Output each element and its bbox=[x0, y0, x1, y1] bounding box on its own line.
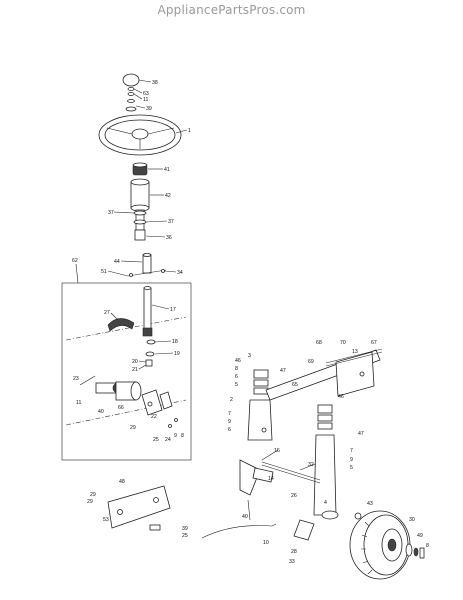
link-rod-part bbox=[247, 499, 251, 521]
callout-2: 2 bbox=[230, 397, 233, 403]
callout-11: 11 bbox=[143, 97, 148, 103]
callout-47: 47 bbox=[280, 368, 286, 374]
callout-18: 18 bbox=[172, 339, 178, 345]
callout-32: 32 bbox=[308, 462, 314, 468]
callout-67: 67 bbox=[371, 340, 377, 346]
callout-23: 23 bbox=[73, 376, 79, 382]
steering-arm-part bbox=[325, 348, 383, 367]
callout-8: 8 bbox=[235, 366, 238, 372]
callout-65: 65 bbox=[292, 382, 298, 388]
callout-49: 49 bbox=[417, 533, 423, 539]
callout-25: 25 bbox=[153, 437, 159, 443]
callout-27: 27 bbox=[104, 310, 110, 316]
callout-1: 1 bbox=[188, 128, 191, 134]
front-wheel-part bbox=[349, 510, 411, 580]
callout-9: 9 bbox=[350, 457, 353, 463]
right-spindle-part bbox=[313, 404, 339, 520]
callout-33: 33 bbox=[289, 559, 295, 565]
callout-29: 29 bbox=[130, 425, 136, 431]
callout-38: 38 bbox=[152, 80, 158, 86]
callout-19: 19 bbox=[174, 351, 180, 357]
callout-21: 21 bbox=[132, 367, 138, 373]
callout-36: 36 bbox=[166, 235, 172, 241]
drag-link-part bbox=[201, 523, 277, 539]
callout-5: 5 bbox=[350, 465, 353, 471]
callout-41: 41 bbox=[164, 167, 170, 173]
callout-7: 7 bbox=[228, 411, 231, 417]
callout-leaders bbox=[75, 79, 316, 471]
wheel-hardware-part bbox=[354, 512, 425, 559]
tie-rod-end-part bbox=[252, 467, 274, 483]
kit-dash-1 bbox=[65, 316, 187, 341]
callout-5: 5 bbox=[235, 382, 238, 388]
callout-30: 30 bbox=[409, 517, 415, 523]
callout-4: 4 bbox=[324, 500, 327, 506]
spindle-arm-part bbox=[293, 519, 315, 541]
callout-9: 9 bbox=[174, 433, 177, 439]
callout-25: 25 bbox=[182, 533, 188, 539]
steering-shaft-part bbox=[127, 253, 167, 277]
callout-6: 6 bbox=[228, 427, 231, 433]
callout-69: 69 bbox=[308, 359, 314, 365]
callout-3: 3 bbox=[248, 353, 251, 359]
center-support-part bbox=[239, 369, 273, 496]
callout-40: 40 bbox=[98, 409, 104, 415]
callout-44: 44 bbox=[114, 259, 120, 265]
callout-37: 37 bbox=[168, 219, 174, 225]
callout-14: 14 bbox=[268, 476, 274, 482]
callout-29: 29 bbox=[90, 492, 96, 498]
callout-9: 9 bbox=[228, 419, 231, 425]
callout-70: 70 bbox=[340, 340, 346, 346]
callout-10: 10 bbox=[263, 540, 269, 546]
callout-66: 66 bbox=[118, 405, 124, 411]
callout-7: 7 bbox=[350, 448, 353, 454]
callout-43: 43 bbox=[367, 501, 373, 507]
callout-39: 39 bbox=[146, 106, 152, 112]
callout-29: 29 bbox=[87, 499, 93, 505]
front-axle-part bbox=[265, 349, 381, 401]
bushing-part bbox=[107, 318, 135, 332]
callout-51: 51 bbox=[101, 269, 107, 275]
callout-26: 26 bbox=[291, 493, 297, 499]
pin-part bbox=[79, 375, 96, 386]
callout-62: 62 bbox=[72, 258, 78, 264]
callout-28: 28 bbox=[291, 549, 297, 555]
callout-40: 40 bbox=[242, 514, 248, 520]
callout-labels: 38 63 11 39 1 41 42 37 37 36 62 44 51 34… bbox=[72, 80, 429, 565]
gear-housing-part bbox=[95, 381, 178, 428]
callout-8: 8 bbox=[426, 543, 429, 549]
callout-53: 53 bbox=[103, 517, 109, 523]
steering-wheel-part bbox=[98, 114, 182, 156]
wheel-adapter-part bbox=[132, 162, 148, 176]
callout-48: 48 bbox=[119, 479, 125, 485]
sleeve-part bbox=[130, 178, 150, 212]
callout-13: 13 bbox=[352, 349, 358, 355]
callout-22: 22 bbox=[151, 414, 157, 420]
callout-37: 37 bbox=[108, 210, 114, 216]
site-watermark: AppliancePartsPros.com bbox=[157, 3, 306, 17]
kit-box-outline bbox=[61, 282, 192, 461]
callout-46: 46 bbox=[338, 394, 344, 400]
upper-shaft-part bbox=[133, 209, 147, 241]
lower-shaft-part bbox=[142, 286, 156, 367]
callout-39: 39 bbox=[182, 526, 188, 532]
callout-47: 47 bbox=[358, 431, 364, 437]
callout-34: 34 bbox=[177, 270, 183, 276]
callout-11: 11 bbox=[76, 400, 81, 406]
callout-17: 17 bbox=[170, 307, 176, 313]
callout-68: 68 bbox=[316, 340, 322, 346]
tie-rod-part bbox=[261, 461, 321, 484]
callout-63: 63 bbox=[143, 91, 149, 97]
callout-6: 6 bbox=[235, 374, 238, 380]
callout-46: 46 bbox=[235, 358, 241, 364]
axle-bracket-part bbox=[107, 485, 171, 531]
callout-42: 42 bbox=[165, 193, 171, 199]
callout-20: 20 bbox=[132, 359, 138, 365]
callout-24: 24 bbox=[165, 437, 171, 443]
callout-8: 8 bbox=[181, 433, 184, 439]
steering-knob-part bbox=[122, 73, 140, 112]
